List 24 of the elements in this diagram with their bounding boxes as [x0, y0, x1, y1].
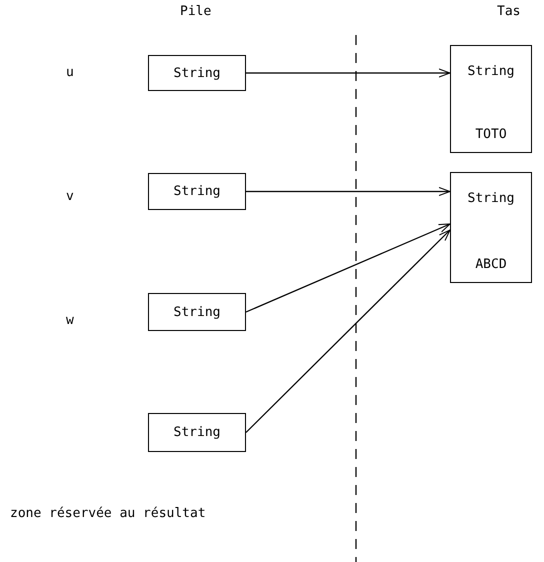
zone-caption: zone réservée au résultat	[10, 506, 206, 521]
type-name: String	[468, 191, 514, 206]
string-value: TOTO	[475, 127, 507, 142]
arrow	[246, 187, 450, 196]
arrow	[246, 230, 450, 433]
variable-name: v	[66, 189, 74, 204]
arrow	[246, 68, 450, 78]
type-name: String	[174, 66, 220, 80]
type-name: String	[468, 64, 514, 79]
arrow	[246, 223, 450, 313]
variable-name: w	[66, 313, 74, 328]
type-name: String	[174, 304, 220, 320]
heap-object-box	[450, 172, 532, 283]
stack-variable-box	[148, 413, 246, 452]
stack-variable-box	[148, 55, 246, 91]
stack-variable-box	[148, 293, 246, 331]
column-heading: Tas	[497, 4, 520, 19]
heap-object-box	[450, 45, 532, 153]
string-value: ABCD	[475, 257, 507, 272]
type-name: String	[174, 184, 220, 199]
stack-variable-box	[148, 173, 246, 210]
type-name: String	[174, 425, 220, 440]
variable-name: u	[66, 65, 74, 80]
column-heading: Pile	[180, 4, 212, 19]
